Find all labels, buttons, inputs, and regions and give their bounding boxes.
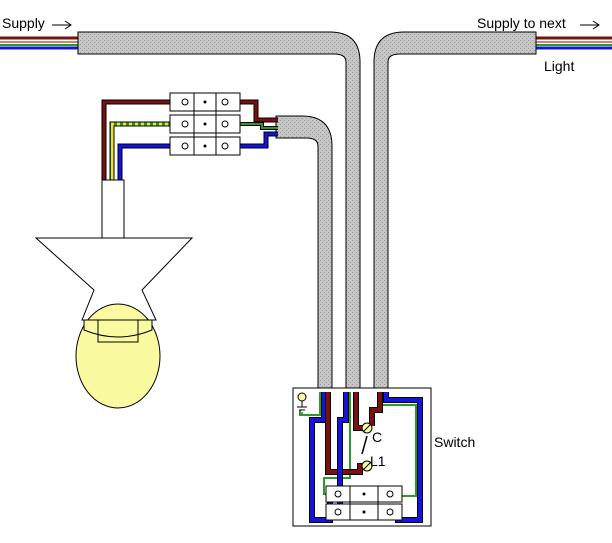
terminal-c-label: C <box>372 429 382 445</box>
switch-box <box>292 387 432 527</box>
screw-terminal-icon <box>361 422 373 472</box>
terminal-l1-label: L1 <box>370 453 386 469</box>
ceiling-rose-wiring <box>101 99 278 180</box>
ceiling-rose-terminal-block <box>169 92 241 156</box>
supply-next-label: Supply to next <box>477 15 566 31</box>
earth-symbol-icon <box>297 392 307 414</box>
light-bulb-icon <box>34 179 194 409</box>
switch-drop-cable <box>275 115 333 393</box>
supply-wires-left <box>0 36 78 50</box>
arrow-right-icon <box>52 20 72 30</box>
supply-label: Supply <box>2 15 45 31</box>
supply-next-cable <box>373 31 537 393</box>
switch-terminal-block <box>325 485 403 521</box>
arrow-right-icon <box>580 20 600 30</box>
light-label: Light <box>544 58 574 74</box>
switch-label: Switch <box>434 434 475 450</box>
supply-next-wires-right <box>536 36 612 50</box>
